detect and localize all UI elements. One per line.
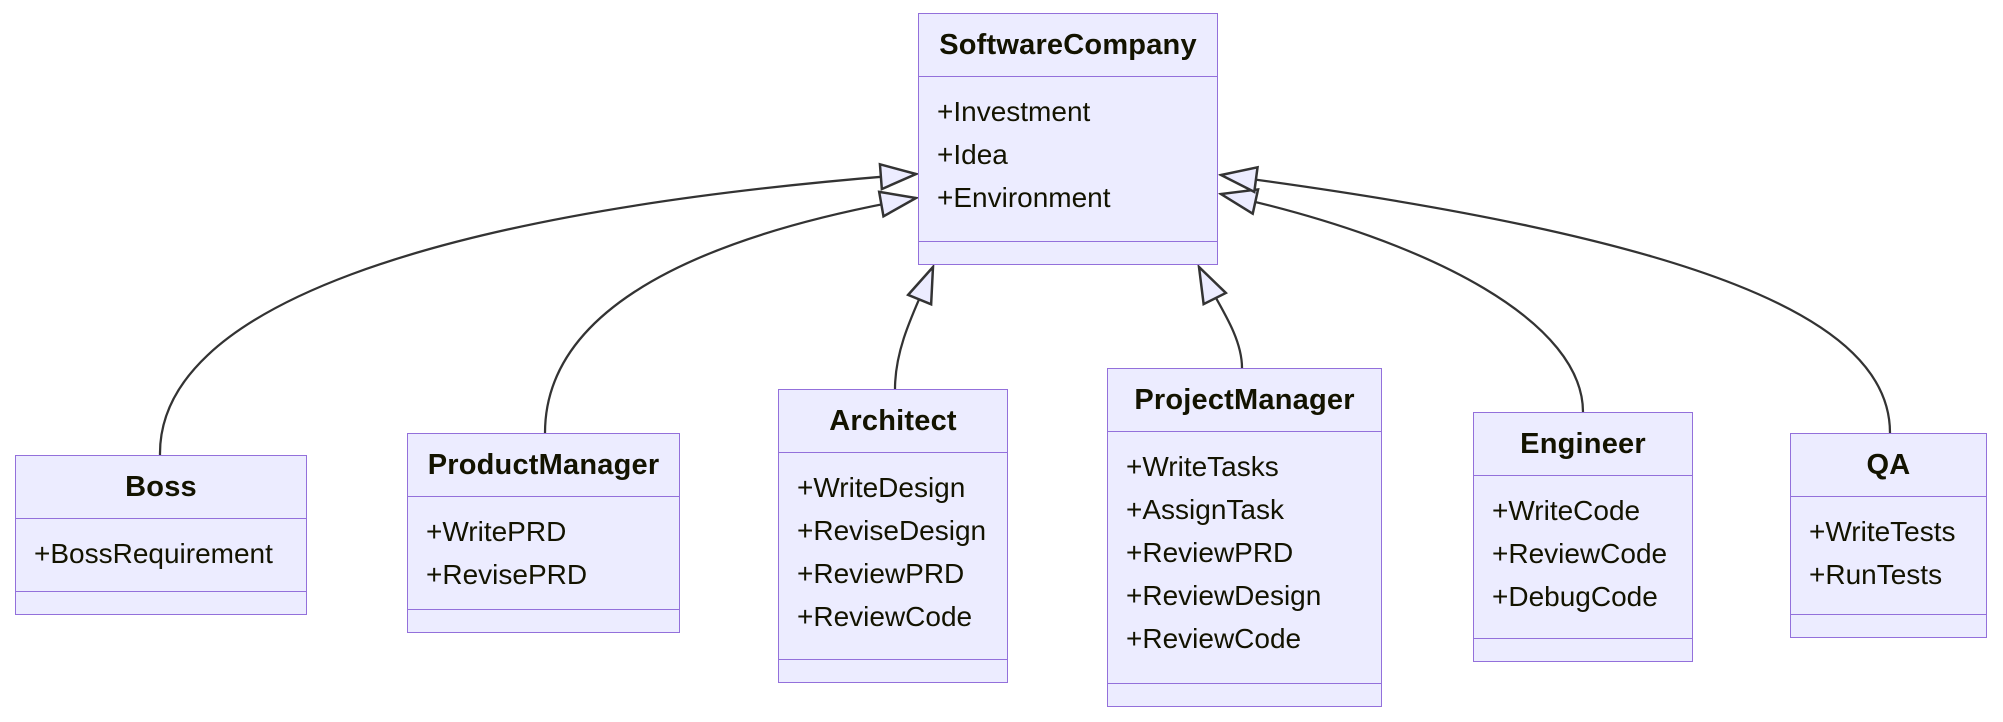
class-methods-section-empty <box>16 591 306 614</box>
class-methods-section-empty <box>1108 683 1381 706</box>
class-members: +BossRequirement <box>16 519 306 591</box>
class-member: +ReviewCode <box>1492 538 1668 569</box>
class-members: +WriteDesign +ReviseDesign +ReviewPRD +R… <box>779 453 1007 659</box>
class-methods-section-empty <box>919 241 1217 264</box>
class-member: +ReviewPRD <box>797 558 965 589</box>
class-members: +WriteTasks +AssignTask +ReviewPRD +Revi… <box>1108 432 1381 683</box>
class-title: QA <box>1791 434 1986 497</box>
class-member: +DebugCode <box>1492 581 1658 612</box>
class-member: +ReviewPRD <box>1126 537 1294 568</box>
class-members: +WritePRD +RevisePRD <box>408 497 679 609</box>
class-methods-section-empty <box>1791 614 1986 637</box>
class-member: +WritePRD <box>426 516 567 547</box>
class-title: Architect <box>779 390 1007 453</box>
class-title: ProductManager <box>408 434 679 497</box>
class-member: +Idea <box>937 139 1008 170</box>
class-member: +BossRequirement <box>34 538 273 569</box>
class-member: +WriteTests <box>1809 516 1956 547</box>
class-projectmanager: ProjectManager +WriteTasks +AssignTask +… <box>1107 368 1382 707</box>
class-member: +ReviewCode <box>1126 623 1302 654</box>
class-boss: Boss +BossRequirement <box>15 455 307 615</box>
edge-projectmanager-inheritance <box>1199 267 1244 369</box>
class-qa: QA +WriteTests +RunTests <box>1790 433 1987 638</box>
class-member: +Environment <box>937 182 1111 213</box>
class-methods-section-empty <box>779 659 1007 682</box>
class-softwarecompany: SoftwareCompany +Investment +Idea +Envir… <box>918 13 1218 265</box>
class-productmanager: ProductManager +WritePRD +RevisePRD <box>407 433 680 633</box>
class-members: +WriteTests +RunTests <box>1791 497 1986 614</box>
class-members: +WriteCode +ReviewCode +DebugCode <box>1474 476 1692 638</box>
class-member: +ReviseDesign <box>797 515 987 546</box>
class-member: +WriteTasks <box>1126 451 1279 482</box>
class-title: Boss <box>16 456 306 519</box>
class-member: +ReviewCode <box>797 601 973 632</box>
class-engineer: Engineer +WriteCode +ReviewCode +DebugCo… <box>1473 412 1693 662</box>
class-member: +RunTests <box>1809 559 1943 590</box>
class-member: +AssignTask <box>1126 494 1284 525</box>
class-methods-section-empty <box>1474 638 1692 661</box>
class-member: +WriteCode <box>1492 495 1641 526</box>
class-architect: Architect +WriteDesign +ReviseDesign +Re… <box>778 389 1008 683</box>
class-title: ProjectManager <box>1108 369 1381 432</box>
class-members: +Investment +Idea +Environment <box>919 77 1217 241</box>
class-title: Engineer <box>1474 413 1692 476</box>
class-member: +RevisePRD <box>426 559 588 590</box>
edge-architect-inheritance <box>893 267 933 390</box>
class-title: SoftwareCompany <box>919 14 1217 77</box>
class-member: +WriteDesign <box>797 472 966 503</box>
class-member: +ReviewDesign <box>1126 580 1322 611</box>
class-methods-section-empty <box>408 609 679 632</box>
class-member: +Investment <box>937 96 1091 127</box>
